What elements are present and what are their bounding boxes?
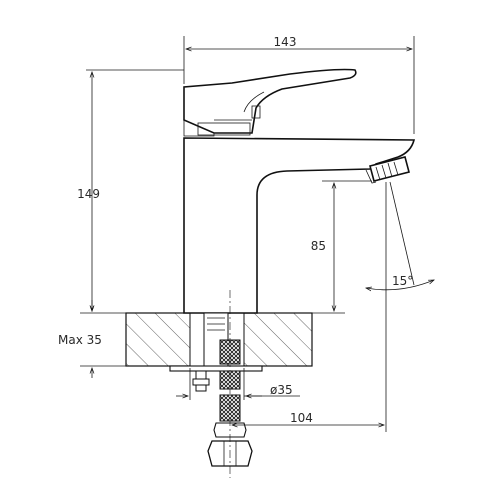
dim-spout-height: 85 (311, 239, 326, 253)
dim-overall-width: 143 (274, 35, 297, 49)
dim-hole-diameter: ø35 (270, 383, 293, 397)
dim-deck-max: Max 35 (58, 333, 102, 347)
faucet-body (183, 137, 416, 314)
dimension-lines (80, 36, 434, 432)
lever-handle (183, 68, 357, 137)
dim-spout-angle: 15° (392, 274, 413, 288)
mounting-assembly (169, 290, 263, 478)
dim-spout-reach: 104 (290, 411, 313, 425)
dim-total-height: 149 (77, 187, 100, 201)
